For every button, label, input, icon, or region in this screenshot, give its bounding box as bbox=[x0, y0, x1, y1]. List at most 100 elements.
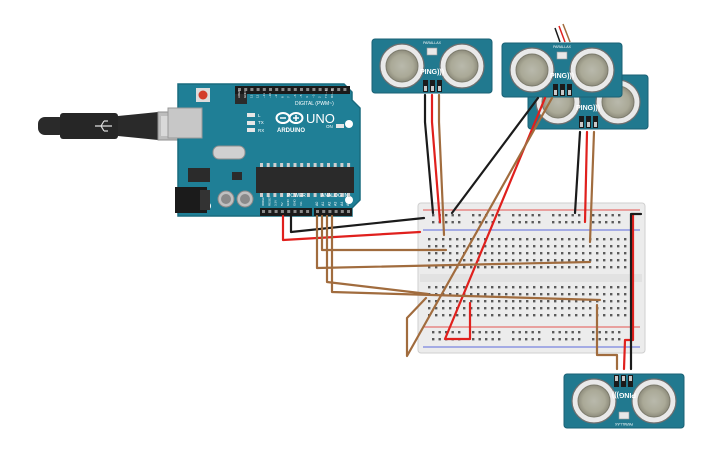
breadboard-hole[interactable] bbox=[484, 266, 487, 269]
breadboard-hole[interactable] bbox=[498, 245, 501, 248]
breadboard-hole[interactable] bbox=[571, 221, 574, 224]
breadboard-hole[interactable] bbox=[477, 300, 480, 303]
breadboard-hole[interactable] bbox=[611, 331, 614, 334]
breadboard-hole[interactable] bbox=[624, 307, 627, 310]
breadboard-hole[interactable] bbox=[568, 238, 571, 241]
breadboard-hole[interactable] bbox=[438, 331, 441, 334]
breadboard-hole[interactable] bbox=[540, 307, 543, 310]
breadboard-hole[interactable] bbox=[445, 221, 448, 224]
breadboard-hole[interactable] bbox=[554, 245, 557, 248]
breadboard-hole[interactable] bbox=[554, 238, 557, 241]
breadboard-hole[interactable] bbox=[512, 266, 515, 269]
breadboard-hole[interactable] bbox=[575, 286, 578, 289]
breadboard-hole[interactable] bbox=[582, 245, 585, 248]
header-pin[interactable] bbox=[262, 88, 266, 91]
breadboard-hole[interactable] bbox=[526, 238, 529, 241]
breadboard-hole[interactable] bbox=[505, 286, 508, 289]
wire-s2-5v[interactable] bbox=[443, 96, 547, 341]
breadboard-hole[interactable] bbox=[575, 238, 578, 241]
breadboard-hole[interactable] bbox=[512, 286, 515, 289]
breadboard-hole[interactable] bbox=[463, 259, 466, 262]
breadboard-hole[interactable] bbox=[491, 307, 494, 310]
breadboard-hole[interactable] bbox=[554, 300, 557, 303]
breadboard-hole[interactable] bbox=[498, 266, 501, 269]
breadboard-hole[interactable] bbox=[578, 338, 581, 341]
breadboard-hole[interactable] bbox=[498, 300, 501, 303]
header-pin[interactable] bbox=[280, 210, 284, 213]
breadboard-hole[interactable] bbox=[470, 300, 473, 303]
breadboard-hole[interactable] bbox=[540, 266, 543, 269]
breadboard-hole[interactable] bbox=[558, 331, 561, 334]
breadboard-hole[interactable] bbox=[498, 252, 501, 255]
breadboard-hole[interactable] bbox=[442, 266, 445, 269]
breadboard-hole[interactable] bbox=[610, 286, 613, 289]
breadboard-hole[interactable] bbox=[618, 331, 621, 334]
breadboard-hole[interactable] bbox=[519, 314, 522, 317]
breadboard-hole[interactable] bbox=[610, 300, 613, 303]
breadboard-hole[interactable] bbox=[484, 238, 487, 241]
breadboard-hole[interactable] bbox=[589, 307, 592, 310]
arduino-uno[interactable]: L TX RX ON ARDUINO UNO DIGITAL (PWM~) PO… bbox=[167, 83, 361, 217]
header-pin[interactable] bbox=[334, 210, 338, 213]
breadboard-hole[interactable] bbox=[435, 314, 438, 317]
breadboard-hole[interactable] bbox=[533, 307, 536, 310]
breadboard-hole[interactable] bbox=[463, 300, 466, 303]
breadboard-hole[interactable] bbox=[552, 338, 555, 341]
breadboard-hole[interactable] bbox=[491, 252, 494, 255]
breadboard-hole[interactable] bbox=[611, 214, 614, 217]
ultrasonic-sensor-1[interactable]: PING)))PARALLAX bbox=[371, 38, 493, 94]
header-pin[interactable] bbox=[281, 88, 285, 91]
breadboard-hole[interactable] bbox=[435, 245, 438, 248]
breadboard-hole[interactable] bbox=[617, 238, 620, 241]
breadboard-hole[interactable] bbox=[561, 266, 564, 269]
breadboard-hole[interactable] bbox=[526, 286, 529, 289]
breadboard-hole[interactable] bbox=[449, 300, 452, 303]
breadboard-hole[interactable] bbox=[491, 300, 494, 303]
breadboard-hole[interactable] bbox=[478, 338, 481, 341]
breadboard-hole[interactable] bbox=[456, 293, 459, 296]
breadboard-hole[interactable] bbox=[533, 252, 536, 255]
breadboard-hole[interactable] bbox=[624, 245, 627, 248]
breadboard-hole[interactable] bbox=[589, 300, 592, 303]
header-pin[interactable] bbox=[324, 88, 328, 91]
header-pin[interactable] bbox=[256, 88, 260, 91]
breadboard-hole[interactable] bbox=[540, 245, 543, 248]
breadboard-hole[interactable] bbox=[598, 331, 601, 334]
breadboard-hole[interactable] bbox=[505, 266, 508, 269]
breadboard-hole[interactable] bbox=[610, 252, 613, 255]
header-pin[interactable] bbox=[299, 210, 303, 213]
breadboard-hole[interactable] bbox=[463, 286, 466, 289]
breadboard-hole[interactable] bbox=[561, 307, 564, 310]
breadboard-hole[interactable] bbox=[428, 286, 431, 289]
breadboard-hole[interactable] bbox=[547, 300, 550, 303]
breadboard-hole[interactable] bbox=[540, 238, 543, 241]
breadboard-hole[interactable] bbox=[472, 331, 475, 334]
breadboard-hole[interactable] bbox=[603, 314, 606, 317]
breadboard-hole[interactable] bbox=[477, 252, 480, 255]
breadboard-hole[interactable] bbox=[525, 331, 528, 334]
breadboard-hole[interactable] bbox=[470, 252, 473, 255]
breadboard-hole[interactable] bbox=[442, 238, 445, 241]
wire-s1-5v[interactable] bbox=[430, 93, 442, 224]
breadboard-hole[interactable] bbox=[603, 300, 606, 303]
breadboard-hole[interactable] bbox=[578, 221, 581, 224]
breadboard-hole[interactable] bbox=[533, 259, 536, 262]
wire-gnd-rail[interactable] bbox=[289, 214, 426, 234]
breadboard-hole[interactable] bbox=[498, 331, 501, 334]
breadboard-hole[interactable] bbox=[533, 238, 536, 241]
breadboard-hole[interactable] bbox=[484, 300, 487, 303]
breadboard-hole[interactable] bbox=[498, 259, 501, 262]
breadboard-hole[interactable] bbox=[505, 238, 508, 241]
breadboard-hole[interactable] bbox=[435, 259, 438, 262]
breadboard-hole[interactable] bbox=[561, 300, 564, 303]
breadboard-hole[interactable] bbox=[456, 259, 459, 262]
wire-s3-sig[interactable] bbox=[588, 130, 596, 244]
header-pin[interactable] bbox=[331, 88, 334, 91]
breadboard-hole[interactable] bbox=[552, 221, 555, 224]
breadboard-hole[interactable] bbox=[519, 293, 522, 296]
breadboard-hole[interactable] bbox=[547, 286, 550, 289]
breadboard-hole[interactable] bbox=[596, 259, 599, 262]
breadboard-hole[interactable] bbox=[610, 245, 613, 248]
breadboard-hole[interactable] bbox=[478, 214, 481, 217]
breadboard-hole[interactable] bbox=[589, 286, 592, 289]
